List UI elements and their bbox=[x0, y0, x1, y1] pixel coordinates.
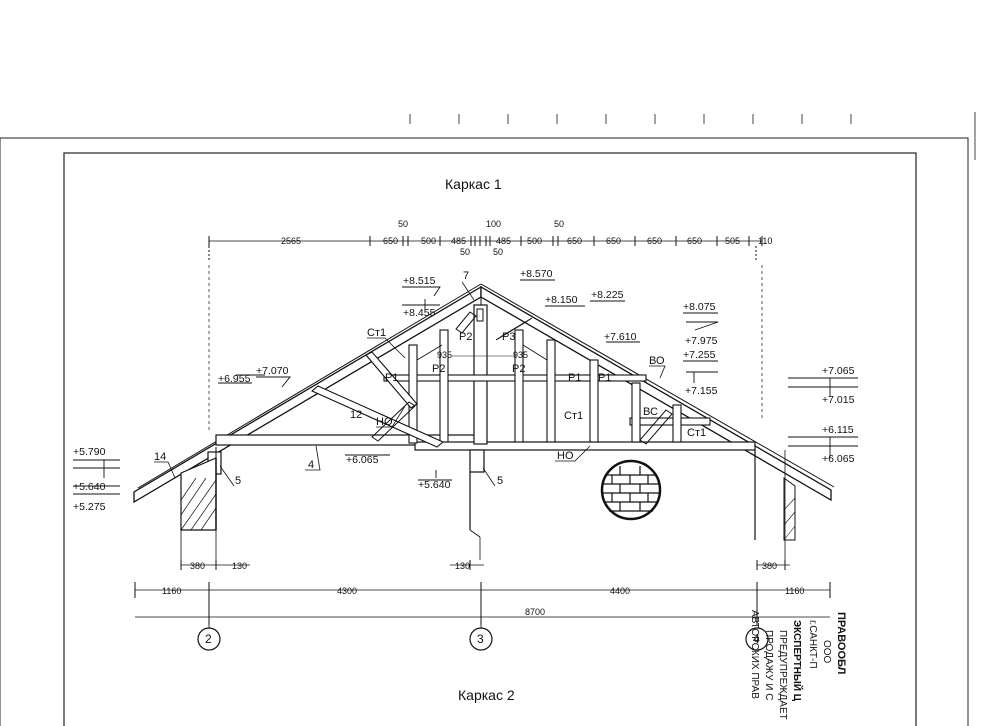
elevation-leaders bbox=[73, 279, 858, 495]
dim-485-b: 485 bbox=[496, 236, 511, 246]
elev-5790: +5.790 bbox=[73, 446, 106, 458]
dim-650-a: 650 bbox=[383, 236, 398, 246]
mark-p2-left: P2 bbox=[432, 363, 445, 375]
spacing-935-right: 935 bbox=[513, 350, 528, 360]
elev-8570: +8.570 bbox=[520, 268, 553, 280]
top-dimension-chain: 2565 650 500 485 485 500 650 650 650 650… bbox=[208, 219, 772, 262]
dim-650-e: 650 bbox=[687, 236, 702, 246]
axis-4: 4 bbox=[753, 632, 760, 646]
dim-4400: 4400 bbox=[610, 586, 630, 596]
stamp-line-3: г.САНКТ-П bbox=[807, 620, 818, 669]
brick-wall-symbol bbox=[600, 459, 662, 521]
inner-frame bbox=[63, 152, 917, 726]
mark-5-left: 5 bbox=[235, 475, 241, 487]
dim-130-mid: 130 bbox=[455, 561, 470, 571]
mark-p2-right: P2 bbox=[512, 363, 525, 375]
elev-7065: +7.065 bbox=[822, 365, 855, 377]
bottom-dim-labels: 380 130 130 380 1160 4300 4400 1160 8700 bbox=[162, 561, 804, 617]
elev-5640-left: +5.640 bbox=[73, 481, 106, 493]
elev-5275: +5.275 bbox=[73, 501, 106, 513]
mark-12: 12 bbox=[350, 409, 362, 421]
elev-7015: +7.015 bbox=[822, 394, 855, 406]
outer-frame bbox=[0, 137, 969, 726]
copyright-stamp: ПРАВООБЛ ООО г.САНКТ-П ЭКСПЕРТНЫЙ Ц ПРЕД… bbox=[749, 610, 847, 720]
dim-505: 505 bbox=[725, 236, 740, 246]
stamp-line-5: ПРЕДУПРЕЖДАЕТ bbox=[777, 630, 788, 720]
stamp-line-1: ПРАВООБЛ bbox=[835, 612, 847, 674]
dim-650-b: 650 bbox=[567, 236, 582, 246]
member-marks: 7 P2 P3 Ст1 P1 P2 P2 P1 P1 ВО 12 НО Ст1 … bbox=[154, 270, 706, 487]
elev-6065: +6.065 bbox=[346, 454, 379, 466]
elev-6065-right: +6.065 bbox=[822, 453, 855, 465]
mark-no-right: НО bbox=[557, 450, 574, 462]
mark-p3: P3 bbox=[502, 331, 515, 343]
dim-500-b: 500 bbox=[527, 236, 542, 246]
stamp-line-7: АВТОРСКИХ ПРАВ bbox=[749, 610, 760, 699]
elevation-labels: +8.515 +8.455 +8.570 +8.150 +8.225 +7.61… bbox=[73, 268, 855, 513]
elev-6955: +6.955 bbox=[218, 373, 251, 385]
mark-p1-left: P1 bbox=[385, 372, 398, 384]
mark-vo: ВО bbox=[649, 355, 665, 367]
elev-5640: +5.640 bbox=[418, 479, 451, 491]
walls bbox=[180, 265, 796, 560]
elev-8515: +8.515 bbox=[403, 275, 436, 287]
dim-100: 100 bbox=[486, 219, 501, 229]
mark-14: 14 bbox=[154, 451, 166, 463]
dim-8700: 8700 bbox=[525, 607, 545, 617]
dim-50-b: 50 bbox=[554, 219, 564, 229]
roof-truss bbox=[133, 283, 835, 504]
dim-2565: 2565 bbox=[281, 236, 301, 246]
stamp-line-6: ПРОДАЖУ И С bbox=[763, 630, 774, 700]
dim-1160-left: 1160 bbox=[162, 586, 181, 596]
mark-st1-right: Ст1 bbox=[687, 427, 706, 439]
title-karkas-1: Каркас 1 bbox=[445, 176, 502, 192]
bottom-dimensions bbox=[134, 560, 831, 629]
dim-1160-right: 1160 bbox=[785, 586, 804, 596]
dim-130-left: 130 bbox=[232, 561, 247, 571]
elev-7975: +7.975 bbox=[685, 335, 718, 347]
axis-2: 2 bbox=[205, 632, 212, 646]
mark-no-left: НО bbox=[376, 416, 393, 428]
elev-7070: +7.070 bbox=[256, 365, 289, 377]
elev-8225: +8.225 bbox=[591, 289, 624, 301]
elev-8455: +8.455 bbox=[403, 307, 436, 319]
mark-4: 4 bbox=[308, 459, 314, 471]
stamp-line-2: ООО bbox=[821, 640, 832, 664]
dim-50-c: 50 bbox=[460, 247, 470, 257]
dim-110: 110 bbox=[758, 236, 772, 246]
mark-st1-mid: Ст1 bbox=[564, 410, 583, 422]
scan-ticks bbox=[409, 112, 976, 160]
elev-7155: +7.155 bbox=[685, 385, 718, 397]
mark-5-right: 5 bbox=[497, 475, 503, 487]
mark-p1-mid: P1 bbox=[568, 372, 581, 384]
elev-8150: +8.150 bbox=[545, 294, 578, 306]
dim-50-d: 50 bbox=[493, 247, 503, 257]
dim-485-a: 485 bbox=[451, 236, 466, 246]
elev-7610: +7.610 bbox=[604, 331, 637, 343]
mark-p1-right: P1 bbox=[598, 372, 611, 384]
axis-bubbles: 2 3 4 bbox=[197, 627, 769, 651]
elev-7255: +7.255 bbox=[683, 349, 716, 361]
dim-500-a: 500 bbox=[421, 236, 436, 246]
dim-650-d: 650 bbox=[647, 236, 662, 246]
dim-50-a: 50 bbox=[398, 219, 408, 229]
mark-leaders bbox=[154, 281, 666, 487]
elev-8075: +8.075 bbox=[683, 301, 716, 313]
elev-6115: +6.115 bbox=[822, 424, 854, 436]
stamp-line-4: ЭКСПЕРТНЫЙ Ц bbox=[791, 620, 804, 702]
dim-4300: 4300 bbox=[337, 586, 357, 596]
dim-380-right: 380 bbox=[762, 561, 777, 571]
dim-380-left: 380 bbox=[190, 561, 205, 571]
spacing-935-left: 935 bbox=[437, 350, 452, 360]
mark-st1-top: Ст1 bbox=[367, 327, 386, 339]
axis-3: 3 bbox=[477, 632, 484, 646]
mark-p2-top: P2 bbox=[459, 331, 472, 343]
title-karkas-2: Каркас 2 bbox=[458, 687, 515, 703]
mark-7: 7 bbox=[463, 270, 469, 282]
mark-vs: ВС bbox=[643, 406, 658, 418]
dim-650-c: 650 bbox=[606, 236, 621, 246]
